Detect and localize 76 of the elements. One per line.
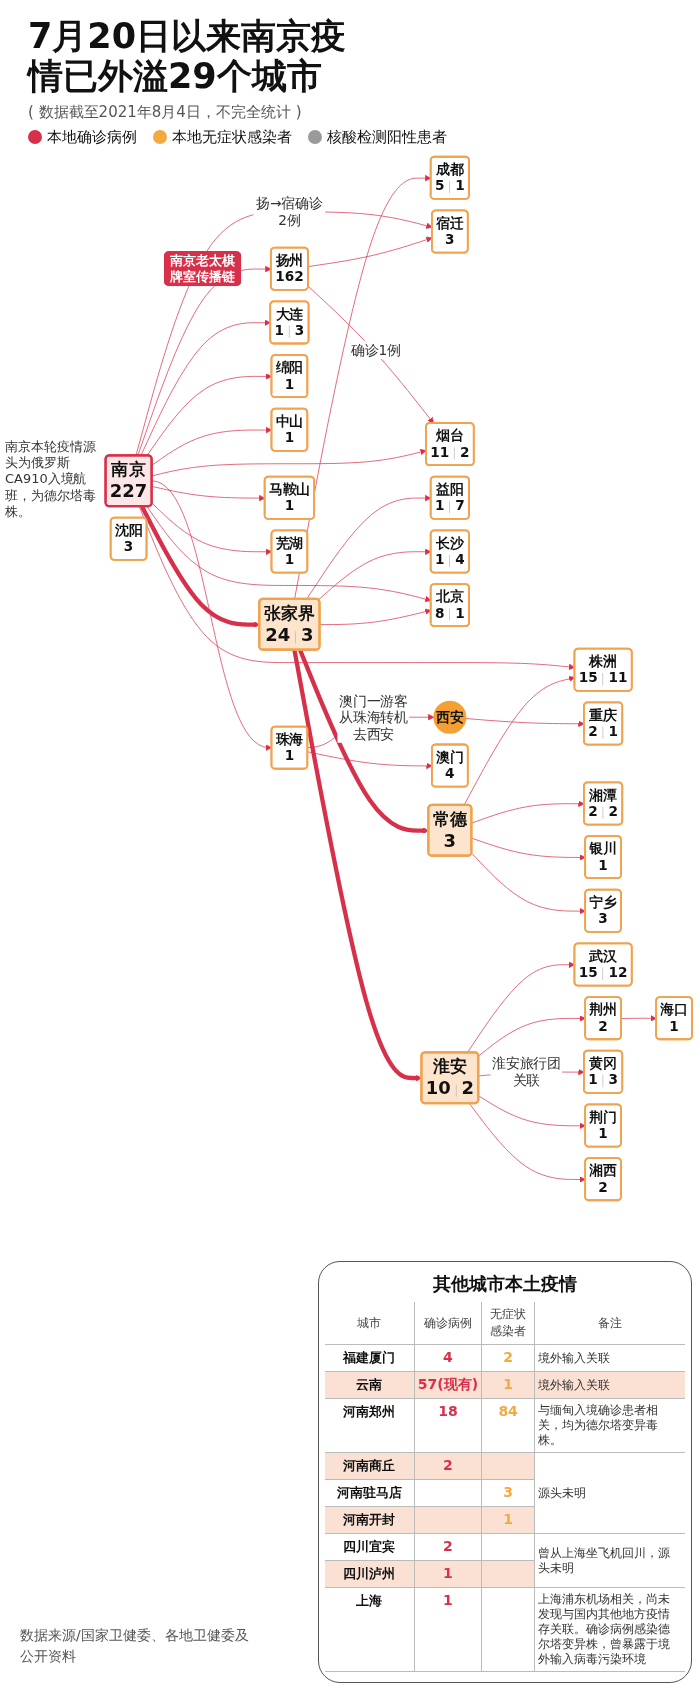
case-count: 1: [443, 1565, 453, 1581]
city-name: 上海: [356, 1593, 383, 1608]
source-note: 数据来源/国家卫健委、各地卫健委及公开资料: [20, 1627, 249, 1664]
column-header: 城市: [357, 1315, 382, 1330]
city-box: 扬州 162: [269, 246, 309, 291]
case-count: 2: [443, 1538, 453, 1554]
city-box: 湘潭 2 2: [583, 780, 624, 825]
case-count: 1: [503, 1511, 513, 1527]
city-box: 成都 5 1: [429, 155, 470, 200]
city-box: 南京 227: [104, 453, 153, 507]
legend-label: 本地确诊病例: [47, 127, 137, 147]
city-name: 河南商丘: [343, 1458, 396, 1473]
city-name: 河南驻马店: [336, 1485, 402, 1500]
city-box: 长沙 1 4: [429, 528, 470, 573]
edge-label: 扬→宿确诊2例: [253, 194, 326, 229]
remark-text: 与缅甸入境确诊患者相关，均为德尔塔变异毒株。: [538, 1403, 659, 1447]
table-title: 其他城市本土疫情: [433, 1272, 577, 1296]
city-circle: 西安: [433, 700, 467, 734]
city-box: 大连 1 3: [269, 299, 310, 344]
city-name: 四川泸州: [343, 1566, 396, 1581]
city-box: 荆门 1: [584, 1103, 622, 1147]
edge-label: 淮安旅行团关联: [490, 1054, 563, 1089]
city-box: 芜湖 1: [270, 528, 309, 573]
callout-tag: 南京老太棋牌室传播链: [163, 250, 242, 286]
city-box: 株洲 15 11: [573, 647, 633, 692]
title: 7月20日以来南京疫情已外溢29个城市: [28, 16, 348, 97]
city-box: 北京 8 1: [429, 582, 470, 627]
city-box: 淮安 10 2: [420, 1050, 480, 1104]
city-box: 武汉 15 12: [573, 942, 633, 986]
city-box: 宿迁 3: [431, 209, 469, 253]
city-name: 福建厦门: [343, 1350, 396, 1365]
case-count: 2: [503, 1349, 513, 1365]
city-box: 绵阳 1: [270, 353, 309, 398]
city-box: 烟台 11 2: [425, 421, 475, 466]
city-box: 银川 1: [584, 834, 622, 879]
column-header: 确诊病例: [423, 1315, 472, 1330]
remark-text: 境外输入关联: [538, 1350, 611, 1365]
city-box: 湘西 2: [584, 1156, 622, 1201]
city-box: 珠海 1: [270, 725, 309, 770]
case-count: 2: [443, 1457, 453, 1473]
remark-text: 曾从上海坐飞机回川，源头未明: [538, 1545, 671, 1575]
case-count: 3: [503, 1484, 513, 1500]
city-box: 益阳 1 7: [429, 475, 470, 520]
arrow: [140, 505, 260, 628]
column-header: 备注: [598, 1315, 623, 1330]
city-box: 马鞍山 1: [263, 475, 316, 520]
city-box: 宁乡 3: [584, 888, 622, 933]
case-count: 1: [443, 1592, 453, 1608]
edge-label: 澳门一游客从珠海转机去西安: [337, 691, 410, 743]
column-header: 无症状感染者: [490, 1307, 527, 1338]
remark-text: 境外输入关联: [538, 1377, 611, 1392]
legend-label: 核酸检测阳性患者: [327, 127, 447, 147]
city-box: 常德 3: [427, 803, 473, 857]
city-box: 重庆 2 1: [583, 700, 624, 745]
edge-label: 确诊1例: [349, 340, 403, 359]
city-box: 海口 1: [655, 995, 693, 1040]
case-count: 1: [503, 1376, 513, 1392]
city-name: 河南郑州: [343, 1404, 396, 1419]
case-count: 57(现有): [417, 1376, 479, 1392]
city-name: 四川宜宾: [343, 1539, 396, 1554]
city-box: 荆州 2: [584, 995, 622, 1040]
city-box: 张家界 24 3: [258, 597, 321, 651]
city-name: 河南开封: [343, 1512, 396, 1527]
case-count: 84: [498, 1403, 518, 1419]
case-count: 18: [438, 1403, 458, 1419]
subtitle: ( 数据截至2021年8月4日，不完全统计 ): [28, 102, 302, 122]
city-box: 黄冈 1 3: [583, 1049, 624, 1094]
city-box: 澳门 4: [431, 743, 469, 788]
city-box: 沈阳 3: [109, 516, 148, 561]
remark-text: 源头未明: [538, 1485, 587, 1500]
remark-text: 上海浦东机场相关，尚未发现与国内其他地方疫情存关联。确诊病例感染德尔塔变异株，曾暴露于境外输入病毒污染环境: [538, 1592, 671, 1666]
city-box: 中山 1: [270, 407, 309, 452]
case-count: 4: [443, 1349, 453, 1365]
legend-label: 本地无症状感染者: [172, 127, 292, 147]
city-name: 云南: [356, 1377, 383, 1392]
note-text: 南京本轮疫情源头为俄罗斯CA910入境航班，为德尔塔毒株。: [5, 438, 97, 520]
